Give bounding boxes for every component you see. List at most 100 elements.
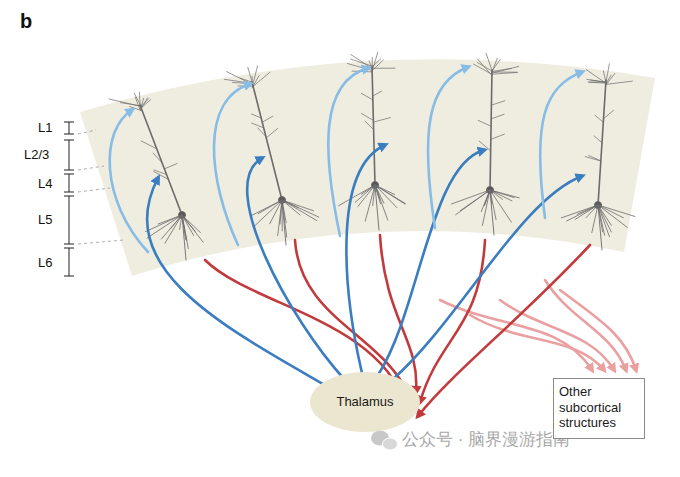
dendrite xyxy=(486,53,492,70)
dendrite xyxy=(373,91,382,96)
dendrite xyxy=(140,105,182,215)
dendrite xyxy=(606,73,615,85)
pyramidal-neurons xyxy=(109,52,635,260)
dendrite xyxy=(154,170,167,175)
dendrite xyxy=(598,205,627,227)
dendrite xyxy=(490,190,494,235)
dendrite xyxy=(372,66,375,185)
dendrite xyxy=(109,99,141,106)
dendrite xyxy=(162,215,183,239)
dendrite xyxy=(251,200,282,216)
dendrite xyxy=(490,190,511,222)
dendrite xyxy=(606,81,633,84)
dendrite xyxy=(227,72,252,85)
dendrite xyxy=(603,71,605,82)
dendrite xyxy=(278,200,282,236)
dendrite xyxy=(154,172,169,180)
dendrite xyxy=(490,190,503,199)
layer-guide xyxy=(78,130,124,244)
dendrite xyxy=(182,215,203,242)
dendrite xyxy=(282,200,317,221)
dendrite xyxy=(491,134,505,139)
dendrite xyxy=(586,70,606,83)
dendrite xyxy=(153,153,162,163)
dendrite xyxy=(375,185,379,230)
dendrite xyxy=(253,66,257,83)
dendrite xyxy=(141,141,157,149)
dendrite xyxy=(365,185,375,221)
dendrite xyxy=(252,114,262,118)
node-text: Other subcortical structures xyxy=(559,384,637,431)
layer-label: L2/3 xyxy=(24,147,49,162)
thalamus-ellipse: Thalamus xyxy=(310,372,420,432)
dendrite xyxy=(452,190,491,204)
dendrite xyxy=(252,123,264,128)
dendrite xyxy=(258,128,266,136)
dendrite xyxy=(254,200,283,227)
layer-label: L6 xyxy=(38,255,52,270)
dendrite xyxy=(490,190,514,198)
dendrite xyxy=(351,55,372,69)
dendrite xyxy=(456,190,490,215)
dendrite xyxy=(282,200,286,245)
dendrite xyxy=(482,190,490,225)
cortex-band xyxy=(80,59,655,276)
dendrite xyxy=(492,66,519,73)
dendrite xyxy=(373,118,390,123)
dendrite xyxy=(224,79,253,83)
dendrite xyxy=(262,116,273,122)
dendrite xyxy=(492,60,500,71)
dendrite xyxy=(561,205,598,218)
panel-letter: b xyxy=(20,10,32,33)
dendrite xyxy=(182,215,186,260)
dendrite xyxy=(248,67,253,84)
dendrite xyxy=(491,114,504,119)
dendrite xyxy=(481,190,490,212)
dendrite xyxy=(594,136,602,143)
dendrite xyxy=(372,68,395,69)
dendrite xyxy=(598,205,635,217)
wechat-icon xyxy=(371,431,398,451)
watermark: 公众号 · 脑界漫游指南 xyxy=(402,428,570,451)
dendrite xyxy=(375,185,405,204)
layer-label: L1 xyxy=(38,120,52,135)
dendrite xyxy=(282,200,319,217)
dendrite xyxy=(478,120,491,126)
dendrite xyxy=(252,82,282,200)
dendrite xyxy=(182,215,201,233)
dendrite xyxy=(492,68,511,71)
dendrite xyxy=(140,98,143,109)
dendrite xyxy=(355,185,375,202)
dendrite xyxy=(604,110,614,118)
dendrite xyxy=(165,215,182,243)
dendrite xyxy=(361,113,373,120)
dendrite xyxy=(585,157,601,161)
dendrite xyxy=(361,93,373,100)
dendrite xyxy=(134,93,141,107)
projection-arrows xyxy=(110,67,636,416)
dendrite xyxy=(252,72,270,87)
layer-bracket xyxy=(64,122,74,276)
dendrite xyxy=(598,205,623,218)
dendrite xyxy=(575,205,598,219)
dendrite xyxy=(478,59,492,75)
layer-label: L5 xyxy=(38,212,52,227)
dendrite xyxy=(567,205,598,221)
dendrite xyxy=(365,121,374,129)
dendrite xyxy=(491,101,504,105)
dendrite xyxy=(606,64,609,82)
dendrite xyxy=(490,70,492,190)
dendrite xyxy=(240,78,252,82)
layer-label: L4 xyxy=(38,176,52,191)
dendrite xyxy=(375,185,397,208)
dendrite xyxy=(372,59,381,67)
dendrite xyxy=(339,185,375,206)
structure-box: Other subcortical structures xyxy=(553,378,645,439)
dendrite xyxy=(492,72,518,74)
node-text: Thalamus xyxy=(336,394,393,410)
dendrite xyxy=(595,115,603,122)
dendrite xyxy=(164,164,177,169)
dendrite xyxy=(598,205,602,250)
dendrite xyxy=(266,128,277,138)
